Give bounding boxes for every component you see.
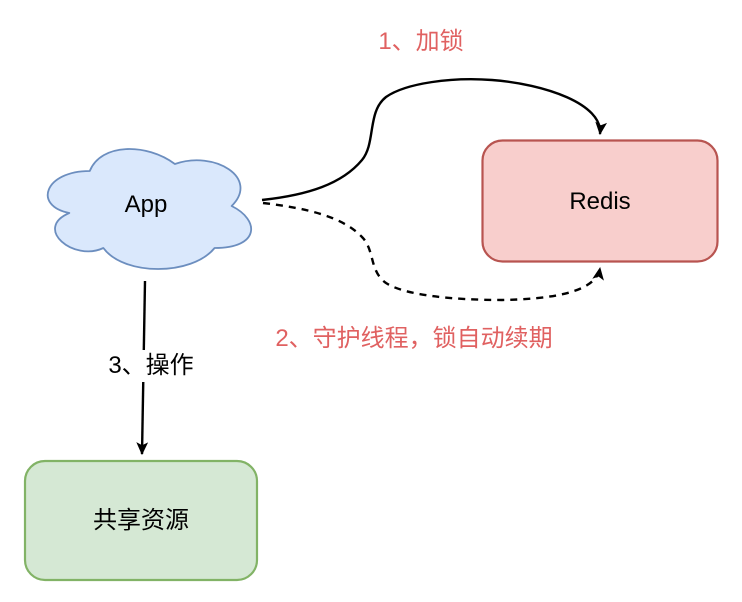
shared-resource-node-label: 共享资源 — [93, 507, 189, 534]
edge-lock-arrow — [261, 78, 608, 202]
edge-watchdog-arrow — [262, 201, 604, 302]
shared-resource-box-shape — [23, 459, 259, 582]
app-node-label: App — [124, 191, 168, 218]
edge-watchdog-label: 2、守护线程，锁自动续期 — [275, 325, 553, 352]
edge-operate-label: 3、操作 — [101, 350, 201, 382]
redis-box-shape — [481, 139, 719, 263]
edge-lock-label: 1、加锁 — [378, 28, 464, 55]
redis-node-label: Redis — [569, 188, 631, 215]
app-cloud-shape — [47, 148, 253, 270]
